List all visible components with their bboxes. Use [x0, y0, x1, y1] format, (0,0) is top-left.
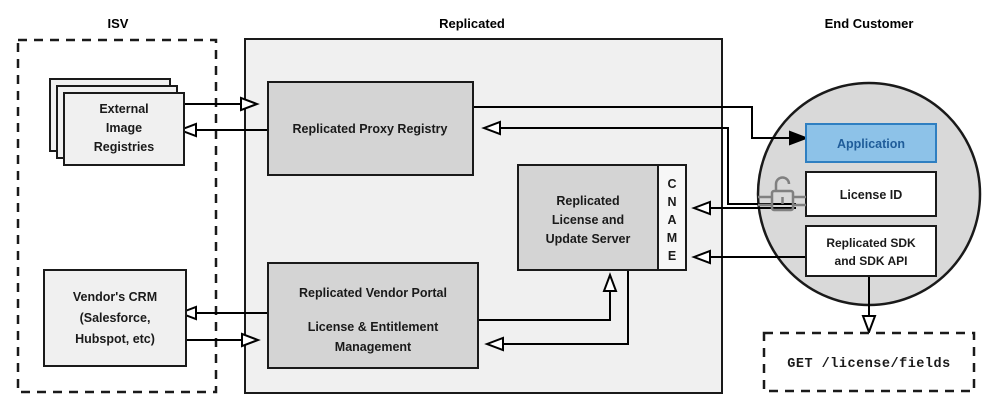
cname-letter-3: A [667, 213, 676, 227]
node-external-image-registries[interactable]: External Image Registries [49, 78, 185, 166]
unlocked-padlock-icon [758, 176, 806, 212]
replicated-sdk-rect [805, 225, 937, 277]
api-request-label: GET /license/fields [787, 357, 950, 372]
vendors-crm-line-3: Hubspot, etc) [75, 332, 155, 346]
license-id-label: License ID [840, 188, 903, 202]
arrowhead-to-license-server [602, 272, 618, 292]
connector-license-server-to-portal [487, 270, 629, 345]
vendor-portal-rect [267, 262, 479, 369]
node-replicated-sdk[interactable]: Replicated SDK and SDK API [805, 225, 937, 277]
arrowhead-to-cname-sdk [691, 249, 711, 265]
proxy-registry-rect [267, 81, 474, 176]
license-server-line-2: License and [552, 213, 624, 227]
node-license-update-server[interactable]: Replicated License and Update Server [517, 164, 659, 271]
registries-line-1: External [99, 102, 148, 116]
arrowhead-to-api-request [861, 315, 877, 335]
cname-letter-5: E [668, 249, 676, 263]
arrowhead-to-proxy-registry [240, 96, 260, 112]
vendor-portal-line-3: Management [335, 340, 412, 354]
group-title-isv: ISV [108, 16, 129, 31]
vendors-crm-line-2: (Salesforce, [80, 311, 151, 325]
arrowhead-to-registries [177, 122, 197, 138]
license-server-line-1: Replicated [556, 194, 619, 208]
node-replicated-proxy-registry[interactable]: Replicated Proxy Registry [267, 81, 474, 176]
connector-proxy-to-application [473, 106, 806, 139]
node-cname[interactable]: C N A M E [657, 164, 687, 271]
vendor-portal-line-1: Replicated Vendor Portal [299, 286, 447, 300]
cname-letter-2: N [667, 195, 676, 209]
registries-line-2: Image [106, 121, 142, 135]
group-title-replicated: Replicated [439, 16, 505, 31]
arrowhead-to-crm [177, 305, 197, 321]
cname-rect [657, 164, 687, 271]
license-server-line-3: Update Server [546, 232, 631, 246]
api-request-rect [762, 331, 976, 393]
node-api-request[interactable]: GET /license/fields [762, 331, 976, 393]
replicated-sdk-line-2: and SDK API [835, 254, 908, 268]
arrowhead-to-vendor-portal [484, 336, 504, 352]
application-label: Application [837, 137, 905, 151]
group-container-isv [16, 38, 218, 394]
node-license-id[interactable]: License ID [805, 171, 937, 217]
node-vendor-portal[interactable]: Replicated Vendor Portal License & Entit… [267, 262, 479, 369]
vendors-crm-line-1: Vendor's CRM [73, 290, 157, 304]
group-title-end-customer: End Customer [825, 16, 914, 31]
vendor-portal-line-2: License & Entitlement [308, 320, 439, 334]
cname-letter-4: M [667, 231, 677, 245]
arrowhead-to-vendor-portal-from-crm [241, 332, 261, 348]
license-id-rect [805, 171, 937, 217]
proxy-registry-label: Replicated Proxy Registry [293, 122, 448, 136]
application-rect [805, 123, 937, 163]
node-application[interactable]: Application [805, 123, 937, 163]
replicated-sdk-line-1: Replicated SDK [826, 236, 916, 250]
arrowhead-to-proxy-registry-return [481, 120, 501, 136]
connectors [176, 96, 877, 352]
arrowhead-to-application [789, 130, 809, 146]
arrowhead-to-cname-licenseid [691, 200, 711, 216]
vendors-crm-rect [43, 269, 187, 367]
node-vendors-crm[interactable]: Vendor's CRM (Salesforce, Hubspot, etc) [43, 269, 187, 367]
license-update-server-rect [517, 164, 659, 271]
registry-stack-front [63, 92, 185, 166]
registries-line-3: Registries [94, 140, 154, 154]
cname-letter-1: C [667, 177, 676, 191]
